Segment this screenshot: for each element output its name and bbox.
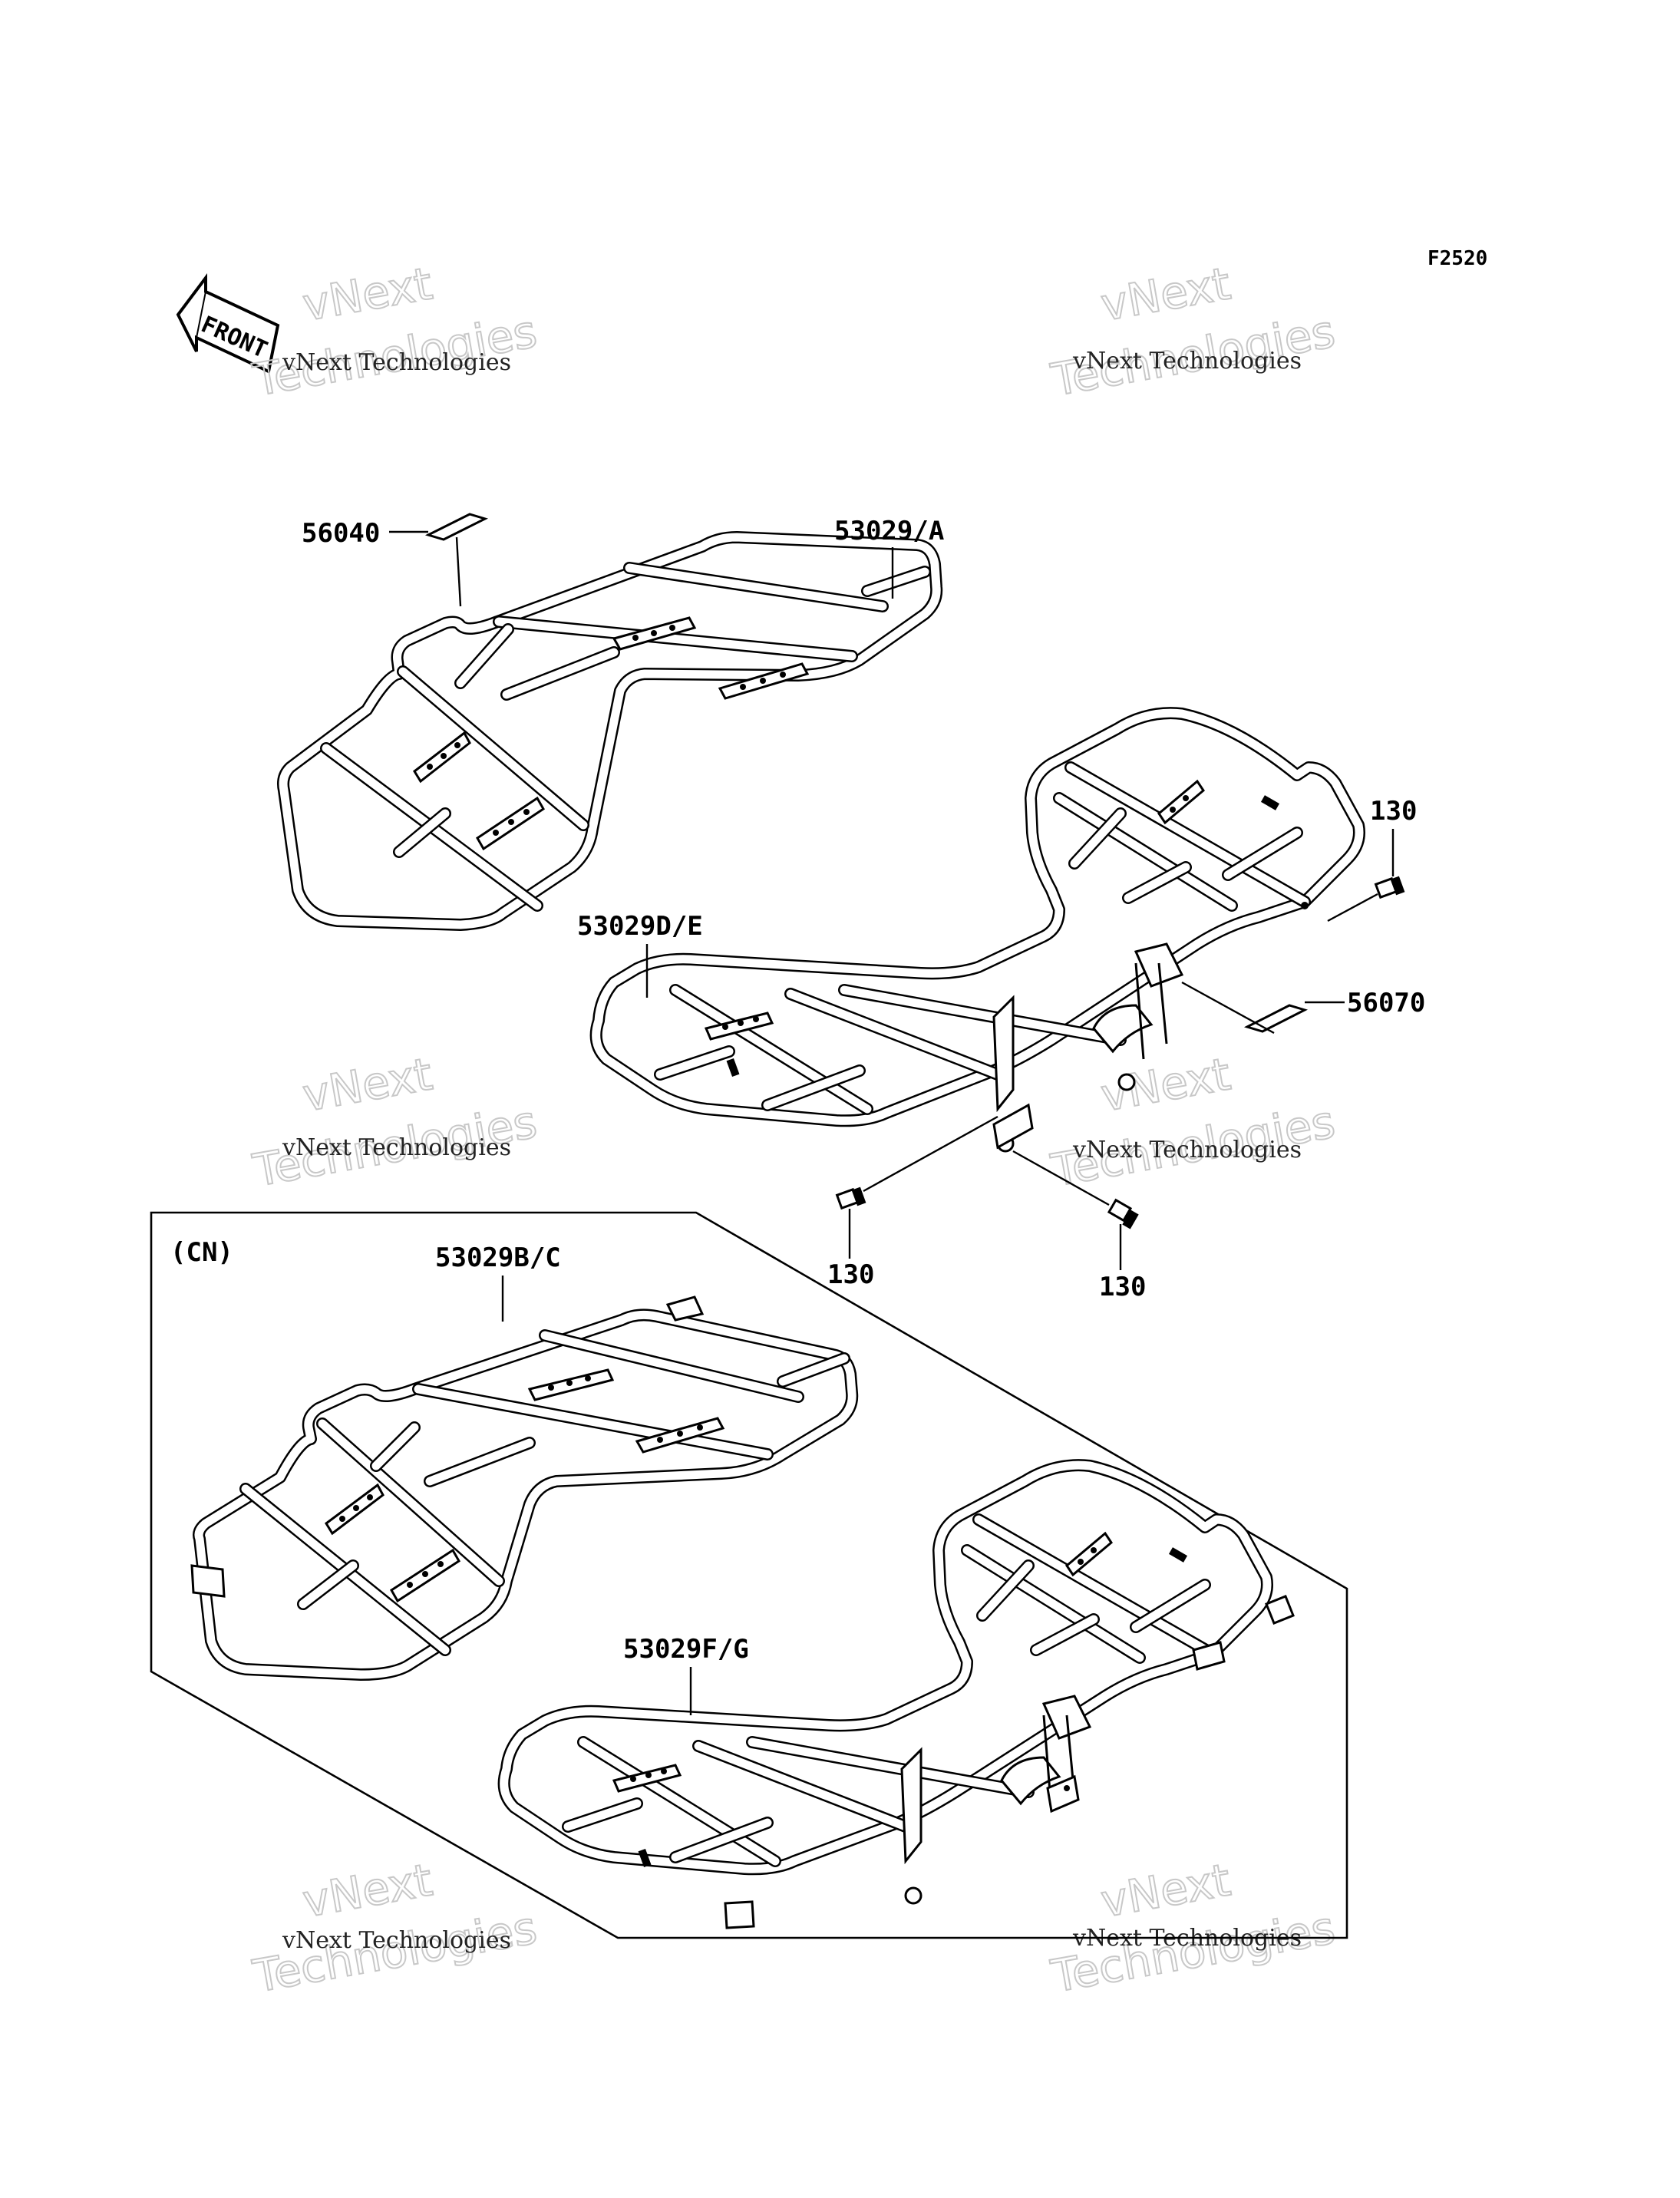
- watermark-text-2: vNext Technologies: [1072, 348, 1302, 375]
- callout-130-lower: 130: [1099, 1272, 1146, 1302]
- cn-variant-label: (CN): [170, 1237, 233, 1268]
- rear-carrier-53029a: [277, 531, 943, 931]
- callout-53029fg: 53029F/G: [623, 1634, 749, 1665]
- callout-56070: 56070: [1347, 988, 1425, 1018]
- watermark-text-3: vNext Technologies: [282, 1134, 511, 1161]
- callout-130-center: 130: [827, 1259, 874, 1290]
- svg-text:vNext: vNext: [299, 1048, 437, 1121]
- watermark-4: vNext Technologies: [1047, 1047, 1340, 1197]
- cn-variant-box: [150, 1211, 1348, 1939]
- watermark-text-5: vNext Technologies: [282, 1927, 511, 1954]
- callout-130-right: 130: [1370, 796, 1417, 827]
- figure-code: F2520: [1428, 247, 1487, 270]
- svg-text:vNext: vNext: [1097, 1048, 1235, 1121]
- front-carrier-53029de: [589, 707, 1365, 1153]
- label-decal-56070: [1181, 981, 1345, 1035]
- watermark-text-4: vNext Technologies: [1072, 1137, 1302, 1163]
- bolt-130-lower: [1012, 1150, 1139, 1270]
- svg-text:vNext: vNext: [1097, 257, 1235, 331]
- watermark-text-1: vNext Technologies: [282, 349, 511, 376]
- svg-text:Technologies: Technologies: [1048, 1902, 1339, 2003]
- svg-text:vNext: vNext: [299, 1853, 437, 1927]
- front-arrow-icon: FRONT: [176, 273, 280, 374]
- label-decal-56040: [389, 513, 489, 607]
- callout-53029a: 53029/A: [834, 516, 944, 546]
- callout-53029de: 53029D/E: [577, 911, 703, 942]
- watermark-2: vNext Technologies: [1047, 256, 1340, 407]
- callout-56040: 56040: [302, 518, 380, 549]
- bolt-130-center: [835, 1115, 998, 1259]
- bolt-130-right: [1327, 829, 1405, 922]
- cn-front-carrier-53029fg: [497, 1459, 1295, 1929]
- watermark-6: vNext Technologies: [1047, 1853, 1340, 2003]
- watermark-3: vNext Technologies: [249, 1047, 542, 1197]
- svg-text:vNext: vNext: [299, 257, 437, 331]
- watermark-5: vNext Technologies: [249, 1853, 542, 2003]
- watermark-1: vNext Technologies: [249, 256, 542, 407]
- svg-text:vNext: vNext: [1097, 1853, 1235, 1927]
- cn-rear-carrier-53029bc: [190, 1295, 859, 1681]
- callout-53029bc: 53029B/C: [435, 1243, 561, 1273]
